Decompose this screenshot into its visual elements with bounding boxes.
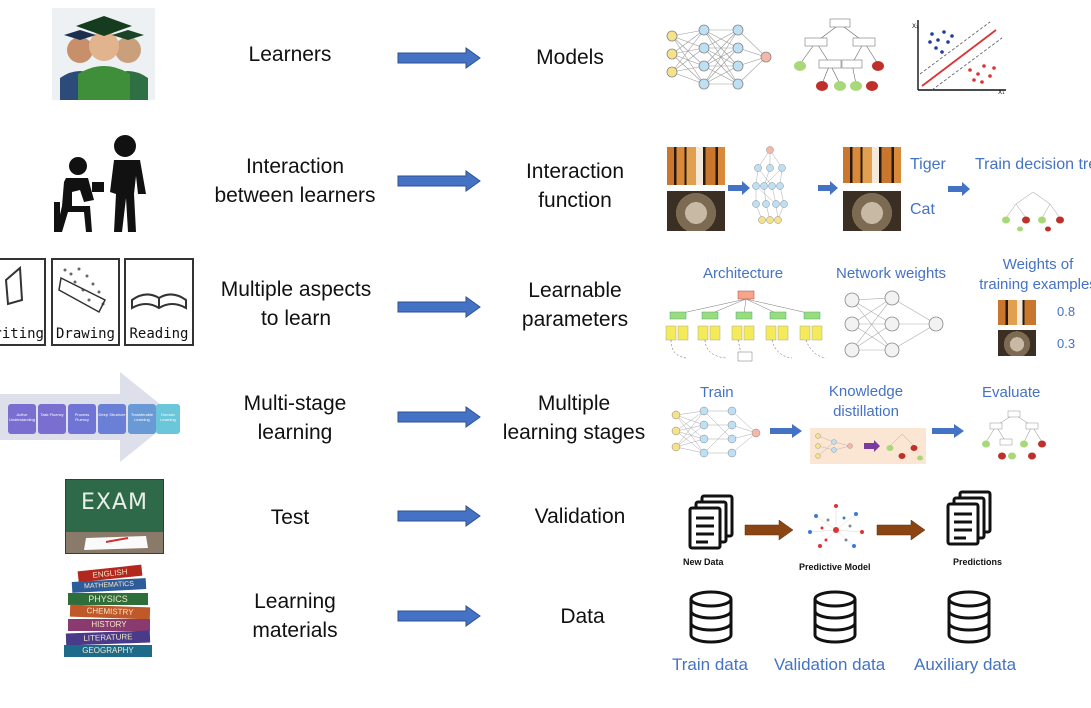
train-stage-label: Train (700, 384, 734, 401)
row3-arrow-icon (397, 296, 481, 318)
validation-data-label: Validation data (774, 655, 886, 674)
stage-box-6: Domain Learning (156, 404, 180, 434)
svm-plot-icon: X₂ X₁ (912, 20, 1006, 96)
exam-chalkboard: EXAM (65, 479, 164, 554)
stage-box-2: Task Fluency (38, 404, 66, 434)
row1-arrow-icon (397, 47, 481, 69)
predictive-model-icon (808, 504, 864, 548)
predictive-model-label: Predictive Model (799, 562, 871, 572)
predictions-doc-icon (946, 490, 992, 546)
row5-left-label: Test (270, 506, 310, 529)
row4-left-label: Multi-stage learning (243, 392, 347, 444)
train-data-database-icon (689, 590, 733, 644)
cat-image-small (843, 191, 901, 231)
stage-arrow2-icon (932, 424, 964, 438)
row1-right-label: Models (536, 46, 604, 69)
aspect-writing-label: Writing (0, 326, 44, 342)
tiger-image-small (843, 147, 901, 183)
tiger-label: Tiger (910, 156, 946, 173)
aspect-drawing-label: Drawing (55, 326, 115, 342)
row4-right-label: Multiple learning stages (502, 392, 646, 444)
cat-image (667, 191, 725, 231)
svg-text:X₁: X₁ (998, 89, 1005, 96)
predictions-label: Predictions (953, 557, 1003, 567)
network-weights-label: Network weights (836, 265, 947, 282)
architecture-graph-icon (665, 290, 827, 362)
decision-tree-icon (794, 18, 884, 91)
row5-right-label: Validation (534, 505, 626, 528)
exam-text: EXAM (80, 490, 148, 515)
brown-arrow2-icon (876, 519, 926, 541)
stage-box-3: Process Fluency (68, 404, 96, 434)
stage-progression-graphic: Active Understanding Task Fluency Proces… (0, 370, 182, 465)
stage-arrow1-icon (770, 424, 802, 438)
row6-arrow-icon (397, 605, 481, 627)
small-decision-tree-icon (1002, 191, 1064, 232)
stage-box-1: Active Understanding (8, 404, 36, 434)
tiger-image (667, 147, 725, 185)
train-tree-label: Train decision tree (975, 156, 1091, 173)
auxiliary-data-database-icon (947, 590, 991, 644)
interaction-flow (728, 146, 970, 224)
validation-data-database-icon (813, 590, 857, 644)
row5-arrow-icon (397, 505, 481, 527)
aspect-reading-label: Reading (129, 326, 189, 342)
row3-left-label: Multiple aspects to learn (220, 278, 372, 330)
interaction-arrow3-icon (948, 182, 970, 196)
train-data-label: Train data (672, 655, 748, 674)
books-stack: ENGLISH MATHEMATICS PHYSICS CHEMISTRY HI… (62, 564, 158, 660)
aspect-card-reading: Reading (124, 258, 194, 346)
weight-tiger-value: 0.8 (1057, 304, 1076, 319)
stage-box-5: Transferable Learning (128, 404, 156, 434)
brown-arrow1-icon (744, 519, 794, 541)
book: HISTORY (68, 619, 150, 631)
row4-arrow-icon (397, 406, 481, 428)
row1-left-label: Learners (248, 43, 332, 66)
stage-box-4: Deep Structure (98, 404, 126, 434)
auxiliary-data-label: Auxiliary data (914, 655, 1017, 674)
new-data-doc-icon (688, 494, 734, 550)
weight-cat-image (998, 330, 1036, 356)
row2-arrow-icon (397, 170, 481, 192)
kd-stage-label: Knowledge distillation (828, 383, 904, 420)
row2-right-label: Interaction function (525, 160, 625, 212)
book: PHYSICS (68, 593, 148, 605)
book: GEOGRAPHY (64, 645, 152, 657)
row3-right-label: Learnable parameters (521, 279, 629, 331)
evaluate-stage-label: Evaluate (982, 384, 1041, 401)
stage-arrows (770, 424, 964, 438)
interaction-arrow1-icon (728, 181, 750, 195)
validation-arrows (744, 519, 926, 541)
neural-network-icon (666, 24, 772, 90)
new-data-label: New Data (683, 557, 724, 567)
row6-right-label: Data (560, 605, 605, 628)
row6-left-label: Learning materials (252, 590, 338, 642)
cat-label: Cat (910, 201, 935, 218)
architecture-label: Architecture (703, 265, 784, 282)
kd-stage-box (810, 428, 926, 464)
interaction-arrow2-icon (818, 181, 838, 195)
weighted-network-icon (844, 290, 944, 358)
evaluate-tree-icon (982, 410, 1046, 460)
row2-left-label: Interaction between learners (214, 155, 376, 207)
weight-tiger-image (998, 300, 1036, 325)
weights-title: Weights of training examples (979, 256, 1091, 293)
train-network-icon (671, 406, 761, 458)
aspect-card-writing: Writing (0, 258, 46, 346)
aspect-card-drawing: Drawing (51, 258, 120, 346)
graduates-image (52, 8, 155, 100)
interaction-silhouette-image (50, 132, 162, 236)
weight-cat-value: 0.3 (1057, 336, 1076, 351)
svg-text:X₂: X₂ (912, 23, 919, 30)
